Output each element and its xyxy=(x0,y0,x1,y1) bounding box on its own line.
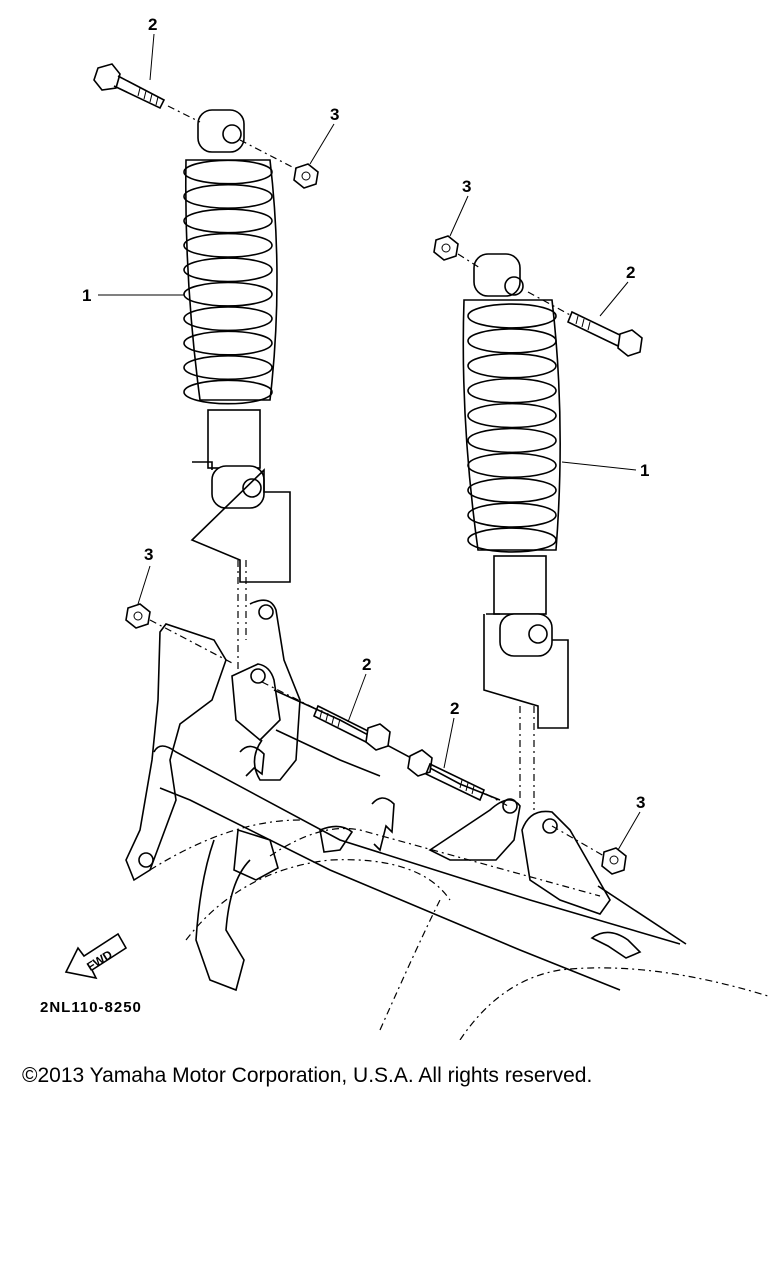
callout-nut-lower-left: 3 xyxy=(144,545,153,564)
bolt-lower-left[interactable] xyxy=(312,704,391,751)
callout-shock-right: 1 xyxy=(640,461,649,480)
nut-lower-right[interactable] xyxy=(601,847,627,875)
nut-top-right[interactable] xyxy=(433,235,459,261)
callout-shock-left: 1 xyxy=(82,286,91,305)
callout-nut-top-left: 3 xyxy=(330,105,339,124)
bolt-top-left[interactable] xyxy=(93,63,166,110)
nut-lower-left[interactable] xyxy=(125,603,151,629)
shock-absorber-left[interactable] xyxy=(183,109,273,509)
callout-bolt-top-right: 2 xyxy=(626,263,635,282)
bolt-lower-right[interactable] xyxy=(407,749,486,802)
callout-bolt-lower-left: 2 xyxy=(362,655,371,674)
parts-diagram: 2 3 1 3 2 1 3 2 2 3 FWD 2NL110-8250 xyxy=(40,15,768,1040)
copyright-notice: ©2013 Yamaha Motor Corporation, U.S.A. A… xyxy=(22,1064,593,1087)
forward-arrow-icon: FWD xyxy=(64,932,128,980)
callout-bolt-lower-right: 2 xyxy=(450,699,459,718)
forward-label: FWD xyxy=(84,947,115,974)
bolt-top-right[interactable] xyxy=(566,310,643,357)
callout-nut-top-right: 3 xyxy=(462,177,471,196)
callout-nut-lower-right: 3 xyxy=(636,793,645,812)
nut-top-left[interactable] xyxy=(293,163,319,189)
frame-structure xyxy=(125,599,768,1040)
callout-bolt-top-left: 2 xyxy=(148,15,157,34)
diagram-part-code: 2NL110-8250 xyxy=(40,999,142,1016)
shock-absorber-right[interactable] xyxy=(467,253,557,657)
